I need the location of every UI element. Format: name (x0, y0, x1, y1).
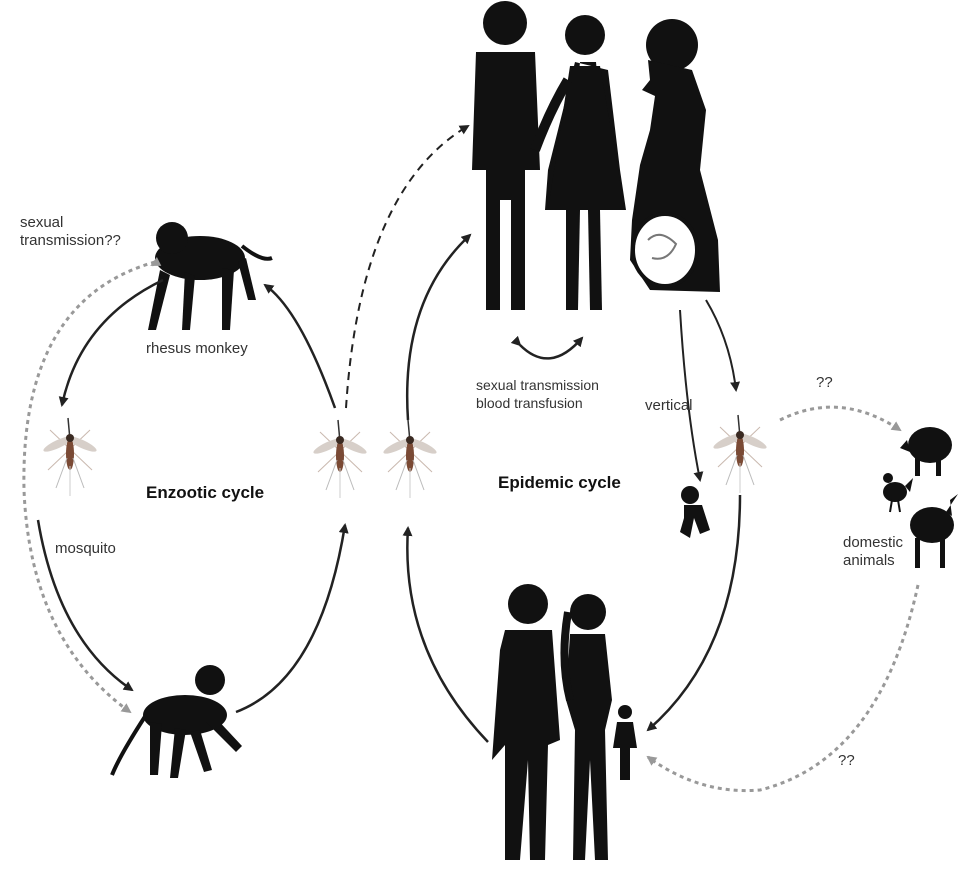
rhesus-monkey-top-icon (148, 222, 272, 330)
man-icon (472, 1, 540, 310)
woman-icon (535, 15, 626, 310)
sexual-transmission-question-label: sexual transmission?? (20, 214, 121, 250)
rhesus-monkey-label: rhesus monkey (146, 340, 248, 358)
vertical-transmission-label: vertical (645, 397, 693, 415)
unknown-route-bottom-label: ?? (838, 752, 855, 770)
unknown-route-top-label: ?? (816, 374, 833, 392)
sexual-transmission-label: sexual transmission (476, 377, 599, 393)
mosquito-enzootic-right-icon (312, 420, 368, 498)
baby-icon (680, 486, 710, 538)
epidemic-cycle-arrows (407, 235, 918, 791)
epidemic-cycle-title: Epidemic cycle (498, 474, 621, 492)
chicken-icon (883, 473, 913, 512)
mosquito-left-icon (42, 418, 98, 496)
blood-transfusion-label: blood transfusion (476, 395, 583, 411)
pregnant-woman-icon (630, 19, 720, 292)
enzootic-cycle-title: Enzootic cycle (146, 484, 264, 502)
goat-icon (910, 494, 958, 568)
mosquito-epidemic-left-icon (382, 420, 438, 498)
child-icon (613, 705, 637, 780)
monkey-bottom-icon (112, 665, 242, 778)
mosquito-label: mosquito (55, 540, 116, 558)
domestic-animals-label: domestic animals (843, 534, 903, 570)
mosquito-epidemic-right-icon (712, 415, 768, 493)
pig-icon (900, 427, 952, 476)
adults-group-icon (492, 584, 612, 860)
